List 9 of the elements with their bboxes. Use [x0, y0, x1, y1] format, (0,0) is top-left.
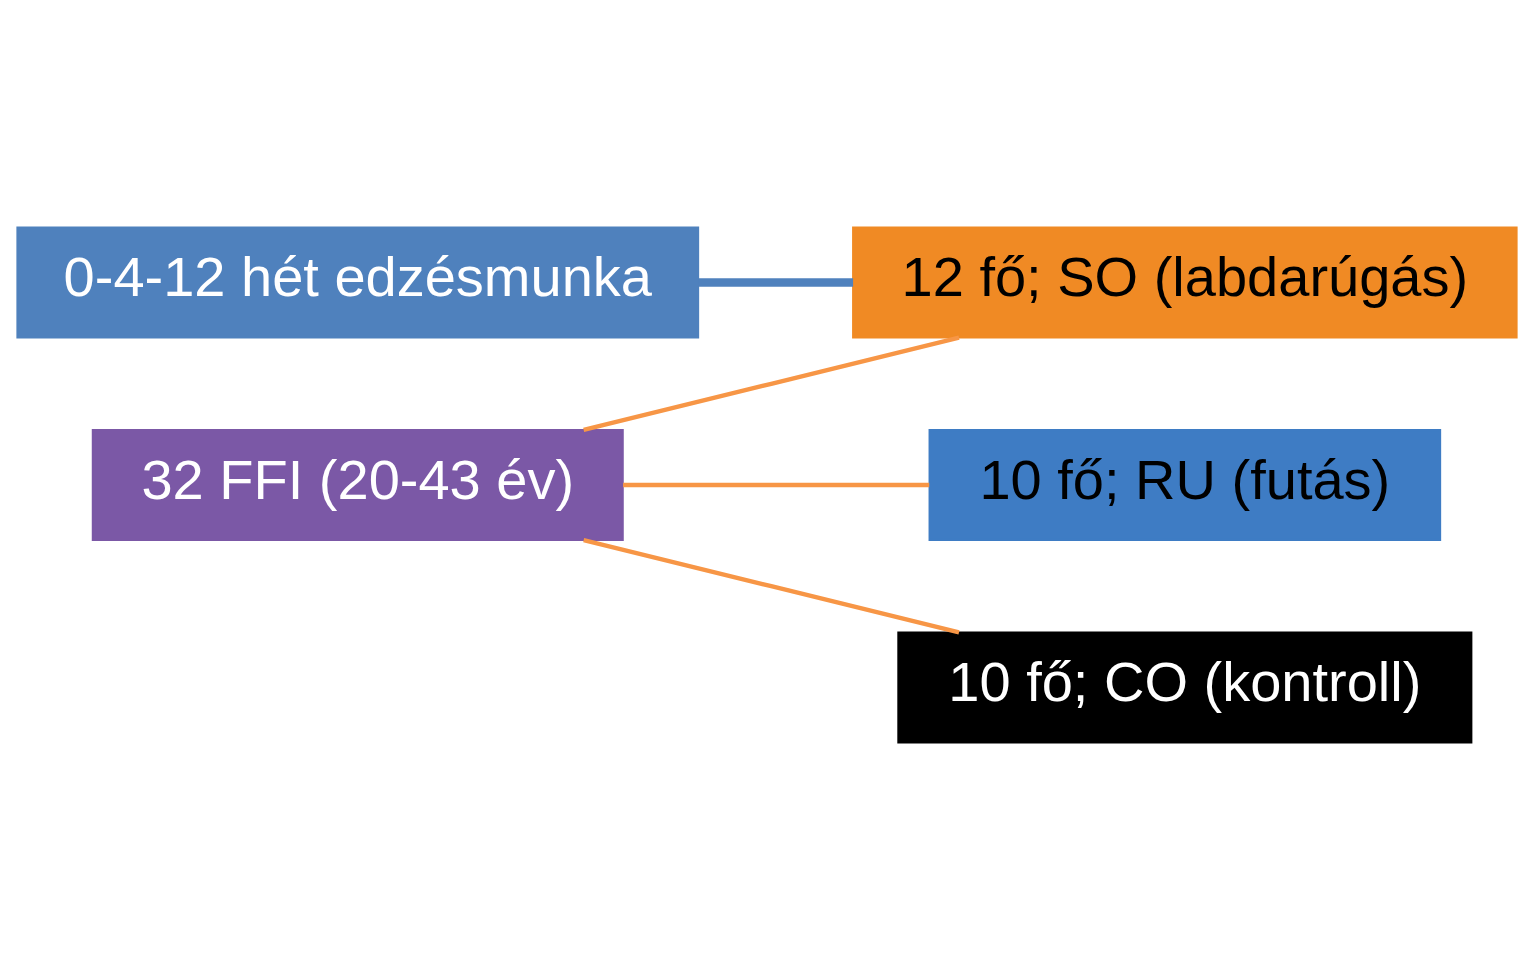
connector — [583, 537, 960, 634]
node-box: 12 fő; SO (labdarúgás) — [852, 226, 1518, 339]
connector — [698, 277, 854, 287]
node-box: 0-4-12 hét edzésmunka — [16, 226, 700, 339]
node-box: 10 fő; RU (futás) — [928, 428, 1442, 541]
node-box: 32 FFI (20-43 év) — [91, 428, 624, 541]
connector — [623, 482, 930, 487]
node-box: 10 fő; CO (kontroll) — [897, 630, 1473, 743]
connector — [583, 335, 960, 432]
